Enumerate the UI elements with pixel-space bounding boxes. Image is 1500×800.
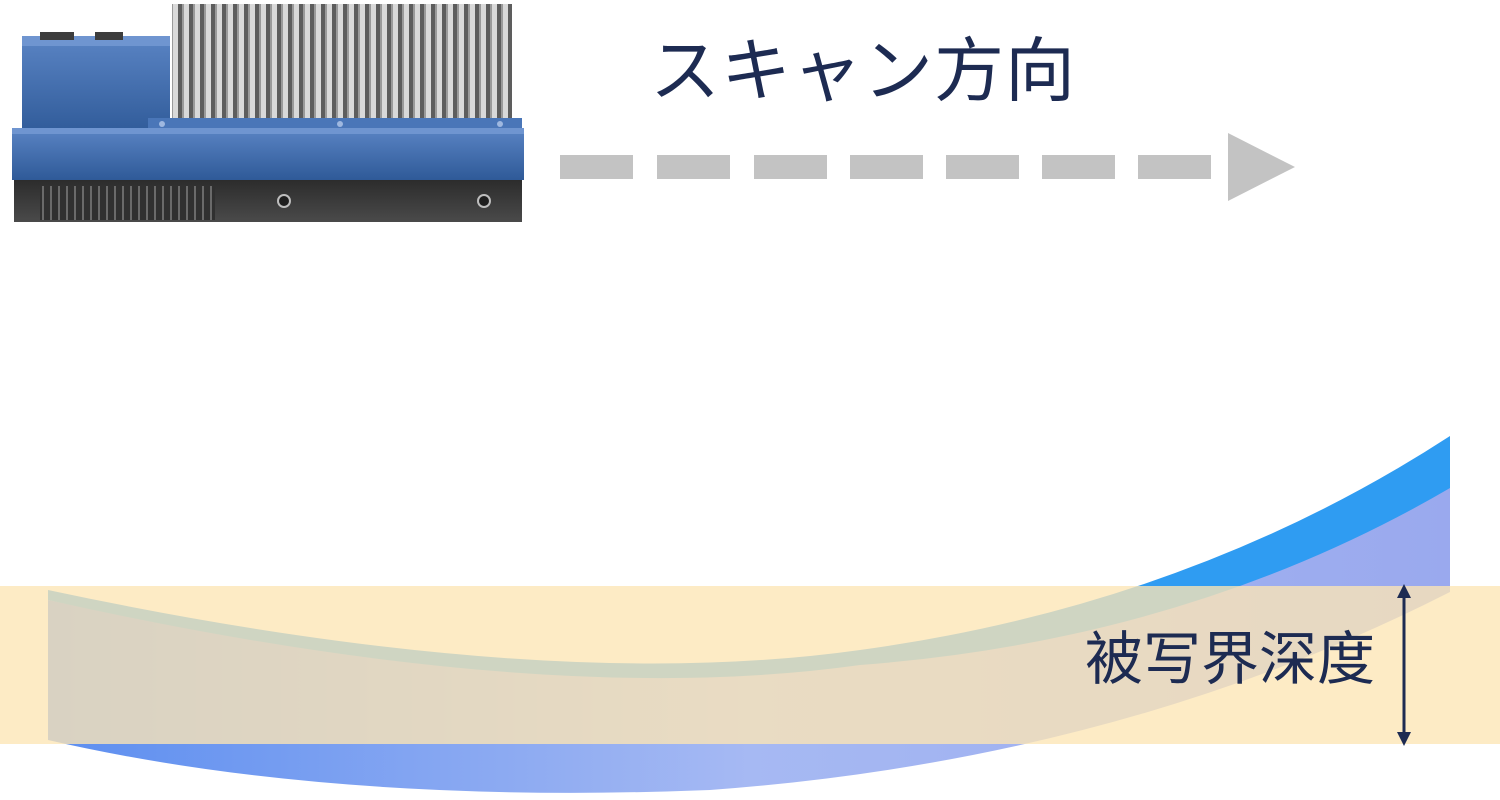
depth-of-field-band <box>0 586 1500 744</box>
line-scan-camera-icon <box>12 4 524 222</box>
depth-of-field-label: 被写界深度 <box>1085 625 1376 693</box>
scan-direction-label: スキャン方向 <box>650 30 1076 112</box>
scan-direction-arrow-icon <box>560 133 1295 201</box>
depth-arrow-icon <box>1397 584 1411 746</box>
